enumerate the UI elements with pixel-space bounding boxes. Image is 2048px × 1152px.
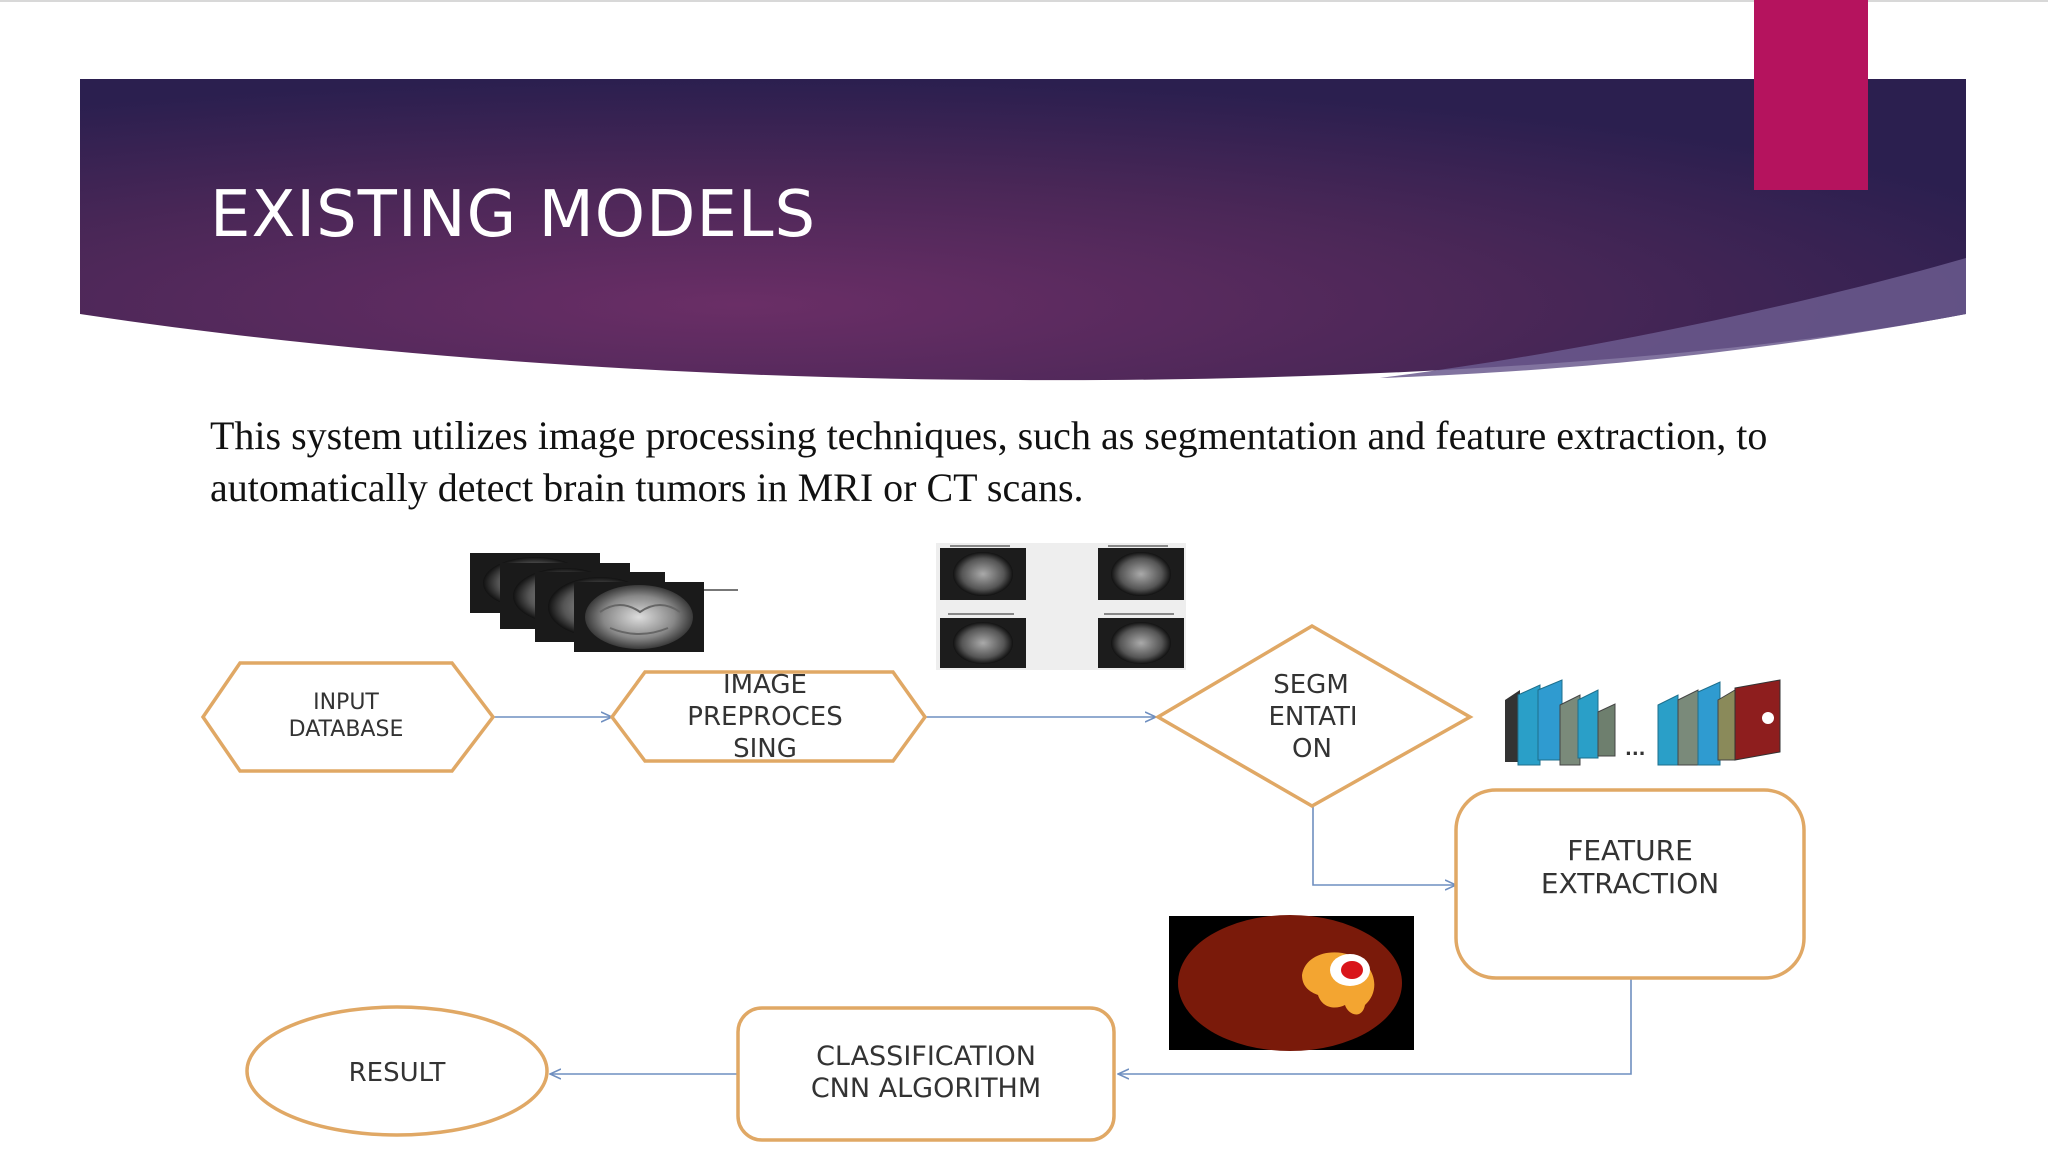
node-feature-extraction: FEATURE EXTRACTION [1454, 788, 1806, 980]
node-result-label: RESULT [349, 1058, 446, 1088]
node-classification-shape [736, 1006, 1116, 1142]
node-image-preprocessing: IMAGE PREPROCES SING [609, 670, 928, 764]
cnn-ellipsis: ... [1625, 739, 1646, 760]
node-classification-label-1: CLASSIFICATION [816, 1041, 1036, 1072]
node-image-preprocessing-label-3: SING [733, 734, 797, 764]
node-feature-extraction-shape [1454, 788, 1806, 980]
node-classification: CLASSIFICATION CNN ALGORITHM [736, 1006, 1116, 1142]
preprocessing-sample-images [936, 543, 1186, 670]
node-feature-extraction-label-2: EXTRACTION [1541, 867, 1719, 900]
node-segmentation-shape [1154, 623, 1474, 809]
mri-stack-image [470, 553, 738, 652]
body-line-2: automatically detect brain tumors in MRI… [210, 465, 1084, 510]
accent-tab [1754, 0, 1868, 190]
body-line-1: This system utilizes image processing te… [210, 413, 1768, 458]
node-input-database-label-2: DATABASE [289, 717, 404, 742]
node-input-database-shape [200, 661, 496, 773]
node-input-database-label-1: INPUT [313, 690, 379, 715]
cnn-feature-maps-image: ... [1505, 679, 1781, 766]
node-feature-extraction-label-1: FEATURE [1567, 834, 1693, 867]
arrow-feature-to-classification [1118, 979, 1632, 1074]
node-result-shape [245, 1005, 549, 1137]
node-segmentation-label-3: ON [1292, 734, 1332, 764]
node-segmentation: SEGM ENTATI ON [1154, 623, 1474, 809]
node-image-preprocessing-label-1: IMAGE [723, 670, 807, 700]
banner-swoosh [1380, 258, 1966, 378]
title-banner [80, 79, 1966, 381]
node-classification-label-2: CNN ALGORITHM [811, 1073, 1041, 1104]
node-result: RESULT [245, 1005, 549, 1137]
slide-body-text: This system utilizes image processing te… [210, 410, 1900, 514]
top-border-line [0, 0, 2048, 2]
node-image-preprocessing-label-2: PREPROCES [687, 702, 842, 732]
node-input-database: INPUT DATABASE [200, 661, 496, 773]
node-image-preprocessing-shape [609, 670, 928, 763]
node-segmentation-label-1: SEGM [1273, 670, 1349, 700]
node-segmentation-label-2: ENTATI [1268, 702, 1357, 732]
slide-title: EXISTING MODELS [210, 178, 817, 252]
arrow-segmentation-to-feature [1312, 805, 1456, 885]
segmented-tumor-image [1169, 915, 1414, 1051]
